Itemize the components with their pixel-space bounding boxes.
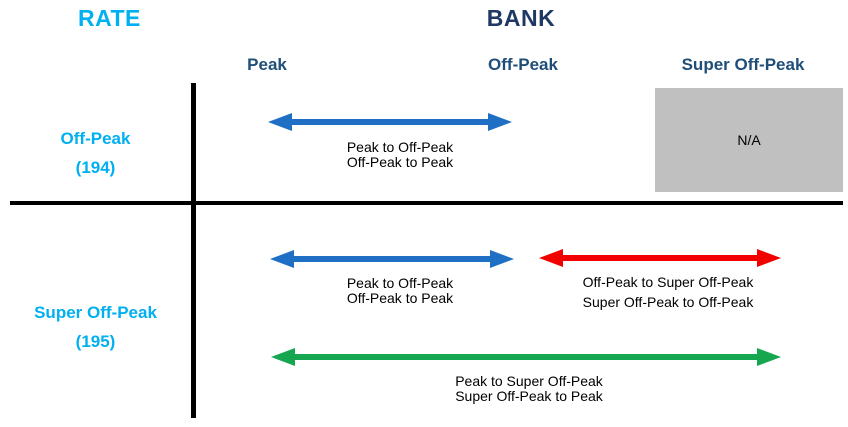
row-code-194: (194) <box>75 158 116 177</box>
bank-axis-title: BANK <box>486 5 556 31</box>
arrow-label-line: Peak to Super Off-Peak <box>455 373 603 389</box>
arrow-head-right <box>757 249 781 267</box>
horizontal-divider-line <box>10 201 843 205</box>
double-arrow-row2-peak-superoffpeak-icon <box>271 348 781 366</box>
arrow-head-right <box>757 348 781 366</box>
double-arrow-row1-peak-offpeak-icon <box>268 113 512 131</box>
arrow-label-line: Off-Peak to Super Off-Peak <box>582 274 754 290</box>
vertical-divider-line <box>191 83 196 418</box>
arrow-label-line: Off-Peak to Peak <box>346 154 454 170</box>
arrow-head-left <box>268 113 292 131</box>
row-code-195: (195) <box>75 332 116 351</box>
arrow-shaft <box>288 119 492 125</box>
column-header-off-peak: Off-Peak <box>488 55 558 74</box>
column-header-peak: Peak <box>247 55 287 74</box>
arrow-head-left <box>271 348 295 366</box>
double-arrow-row2-offpeak-superoffpeak-icon <box>539 249 781 267</box>
arrow-shaft <box>559 255 761 261</box>
double-arrow-row2-peak-offpeak-icon <box>270 250 514 268</box>
arrow-head-right <box>490 250 514 268</box>
arrow-head-left <box>539 249 563 267</box>
rate-axis-title: RATE <box>78 5 141 31</box>
arrow-label-line: Peak to Off-Peak <box>346 139 454 155</box>
arrow-label-row2-peak-offpeak: Peak to Off-Peak Off-Peak to Peak <box>347 276 453 306</box>
arrow-head-right <box>488 113 512 131</box>
row-label-off-peak: Off-Peak <box>60 129 131 148</box>
na-cell-label: N/A <box>737 132 761 148</box>
arrow-label-line: Super Off-Peak to Off-Peak <box>582 294 754 310</box>
arrow-head-left <box>270 250 294 268</box>
arrow-shaft <box>290 256 494 262</box>
arrow-label-line: Peak to Off-Peak <box>346 275 454 291</box>
arrow-label-row2-offpeak-superoffpeak: Off-Peak to Super Off-Peak Super Off-Pea… <box>583 272 754 312</box>
na-cell: N/A <box>655 88 843 192</box>
arrow-label-line: Off-Peak to Peak <box>346 290 454 306</box>
arrow-label-row1-peak-offpeak: Peak to Off-Peak Off-Peak to Peak <box>347 140 453 170</box>
column-header-super-off-peak: Super Off-Peak <box>681 55 805 74</box>
arrow-label-line: Super Off-Peak to Peak <box>455 388 603 404</box>
arrow-label-row2-peak-superoffpeak: Peak to Super Off-Peak Super Off-Peak to… <box>455 374 603 404</box>
arrow-shaft <box>291 354 761 360</box>
row-label-super-off-peak: Super Off-Peak <box>34 303 157 322</box>
